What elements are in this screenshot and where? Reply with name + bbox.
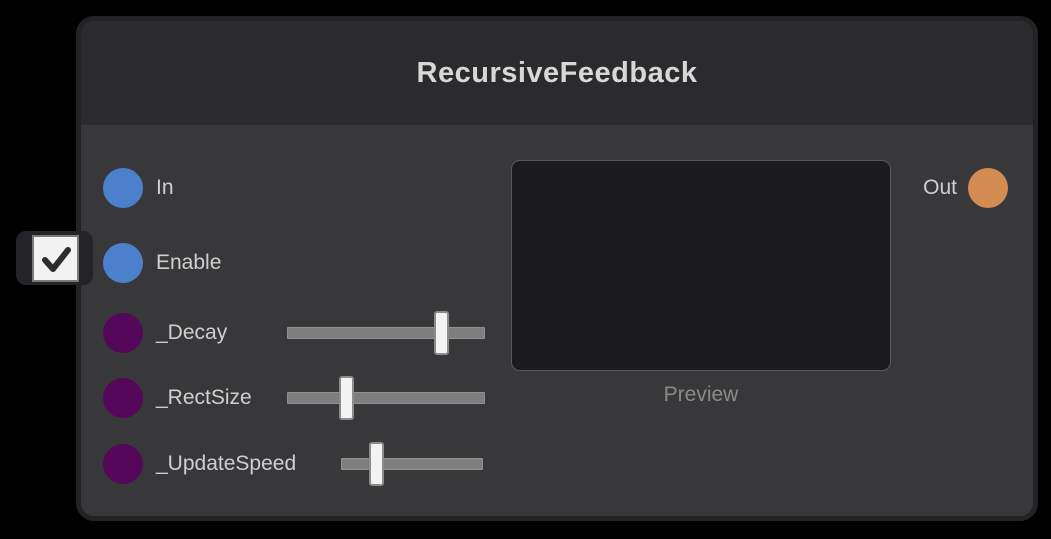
decay-slider[interactable] xyxy=(287,311,485,355)
node-body: In Enable _Decay _RectSize xyxy=(81,125,1033,516)
input-port-decay[interactable] xyxy=(103,313,143,353)
input-port-in[interactable] xyxy=(103,168,143,208)
row-input-decay: _Decay xyxy=(103,311,533,355)
input-label-updatespeed: _UpdateSpeed xyxy=(156,452,297,475)
input-port-rectsize[interactable] xyxy=(103,378,143,418)
input-port-enable[interactable] xyxy=(103,243,143,283)
input-label-enable: Enable xyxy=(156,251,222,274)
node-header[interactable]: RecursiveFeedback xyxy=(81,21,1033,125)
enable-checkbox-assembly xyxy=(16,231,93,285)
input-port-updatespeed[interactable] xyxy=(103,444,143,484)
updatespeed-slider[interactable] xyxy=(341,442,483,486)
preview-label: Preview xyxy=(663,383,739,406)
input-label-rectsize: _RectSize xyxy=(156,386,252,409)
output-port-out[interactable] xyxy=(968,168,1008,208)
decay-slider-track[interactable] xyxy=(287,327,485,339)
enable-checkbox[interactable] xyxy=(32,235,79,282)
updatespeed-slider-track[interactable] xyxy=(341,458,483,470)
row-input-in: In xyxy=(103,167,533,209)
row-input-rectsize: _RectSize xyxy=(103,376,533,420)
checkmark-icon xyxy=(41,246,71,272)
row-input-enable: Enable xyxy=(103,242,533,284)
rectsize-slider-track[interactable] xyxy=(287,392,485,404)
output-label-out: Out xyxy=(923,176,957,199)
rectsize-slider[interactable] xyxy=(287,376,485,420)
decay-slider-thumb[interactable] xyxy=(433,311,449,355)
node-recursive-feedback[interactable]: RecursiveFeedback In Enable _Decay xyxy=(76,16,1038,521)
row-input-updatespeed: _UpdateSpeed xyxy=(103,442,533,486)
preview-display xyxy=(511,160,891,371)
input-label-decay: _Decay xyxy=(156,321,228,344)
updatespeed-slider-thumb[interactable] xyxy=(369,442,384,486)
rectsize-slider-thumb[interactable] xyxy=(338,376,354,420)
node-title: RecursiveFeedback xyxy=(416,56,698,89)
row-output-out: Out xyxy=(923,167,1008,209)
input-label-in: In xyxy=(156,176,174,199)
